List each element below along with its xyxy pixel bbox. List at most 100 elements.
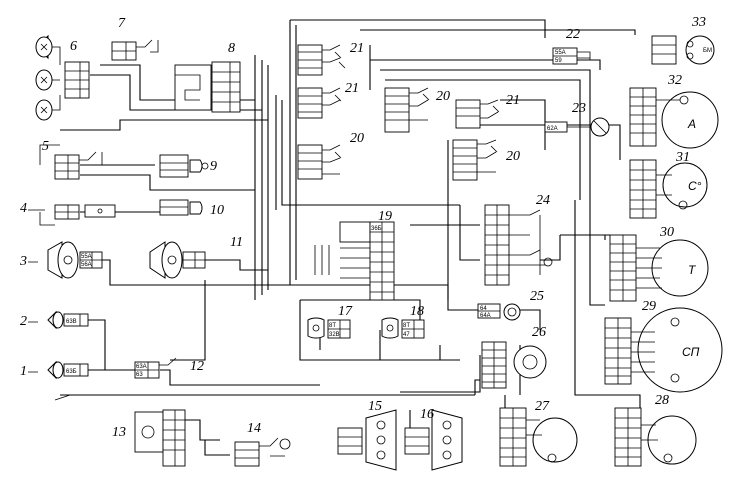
device-13 xyxy=(134,409,186,467)
callout-31: 31 xyxy=(675,150,690,165)
relay-20b xyxy=(384,87,430,133)
callout-21a: 21 xyxy=(350,41,364,56)
lamp-10 xyxy=(159,199,203,216)
callout-18: 18 xyxy=(410,304,424,319)
terminal-labels: 63В 63Б 55А 56А 63А 63 62А 8Т 32В 8Т 47 … xyxy=(66,50,566,378)
callout-20c: 20 xyxy=(506,149,520,164)
callout-25: 25 xyxy=(530,289,544,304)
callout-28: 28 xyxy=(655,393,669,408)
callout-22: 22 xyxy=(566,27,580,42)
callout-23: 23 xyxy=(572,101,586,116)
lamp-1 xyxy=(47,360,89,380)
device-14 xyxy=(234,437,291,467)
relay-21c xyxy=(455,99,500,129)
relay-21b xyxy=(297,87,342,119)
terminal-17a: 8Т xyxy=(329,323,336,329)
gauge-sp-label: СП xyxy=(682,345,700,359)
callout-29: 29 xyxy=(642,299,656,314)
callout-5: 5 xyxy=(42,139,49,154)
callout-21c: 21 xyxy=(506,93,520,108)
lamp-9 xyxy=(159,154,209,178)
gauge-31 xyxy=(629,159,708,219)
terminal-1: 63Б xyxy=(66,369,77,375)
terminal-22b: 59 xyxy=(555,58,562,64)
gauge-30 xyxy=(609,234,709,302)
terminal-19: 36Б xyxy=(371,226,382,232)
callout-20b: 20 xyxy=(436,89,450,104)
lamp-group-6 xyxy=(35,34,90,121)
terminal-12a: 63А xyxy=(136,364,147,370)
callout-6: 6 xyxy=(70,39,77,54)
callout-17: 17 xyxy=(338,304,353,319)
terminal-22a: 55А xyxy=(555,50,566,56)
callout-19: 19 xyxy=(378,209,392,224)
callout-27: 27 xyxy=(535,399,550,414)
switch-26 xyxy=(481,341,547,389)
terminal-18a: 8Т xyxy=(403,323,410,329)
callout-9: 9 xyxy=(210,159,217,174)
callout-16: 16 xyxy=(420,407,434,422)
callout-10: 10 xyxy=(210,203,224,218)
terminal-17b: 32В xyxy=(329,332,340,338)
callout-30: 30 xyxy=(659,225,674,240)
switch-7 xyxy=(111,39,159,61)
callout-24: 24 xyxy=(536,193,550,208)
terminal-3a: 55А xyxy=(81,254,92,260)
relay-20a xyxy=(297,144,342,180)
gauge-33 xyxy=(651,35,715,65)
terminal-25a: 64 xyxy=(480,306,487,312)
lamp-15 xyxy=(337,409,397,471)
callout-12: 12 xyxy=(190,359,204,374)
callout-2: 2 xyxy=(20,314,27,329)
gauge-t-label: T xyxy=(688,263,697,277)
leader-lines xyxy=(28,209,71,401)
lamp-11 xyxy=(149,241,206,279)
callout-11: 11 xyxy=(230,235,243,250)
callout-14: 14 xyxy=(247,421,261,436)
callout-20a: 20 xyxy=(350,131,364,146)
terminal-2: 63В xyxy=(66,319,77,325)
switch-12 xyxy=(134,357,177,379)
callout-8: 8 xyxy=(228,41,235,56)
callout-21b: 21 xyxy=(345,81,359,96)
lamp-18 xyxy=(381,317,425,339)
lamp-16 xyxy=(404,409,463,471)
switch-19 xyxy=(314,221,395,301)
callout-26: 26 xyxy=(532,325,546,340)
callout-numbers: 1 2 3 4 5 6 7 8 9 10 11 12 13 14 15 16 1… xyxy=(19,15,706,440)
callout-3: 3 xyxy=(19,254,27,269)
lamp-17 xyxy=(307,317,351,339)
gauge-32 xyxy=(629,87,719,149)
callout-13: 13 xyxy=(112,425,126,440)
lamp-2 xyxy=(47,310,89,330)
gauge-29 xyxy=(604,307,723,393)
callout-4: 4 xyxy=(20,201,27,216)
switch-24 xyxy=(484,204,553,286)
gauge-a-label: A xyxy=(687,117,696,131)
gauge-27 xyxy=(499,407,578,467)
terminal-18b: 47 xyxy=(403,332,410,338)
wire-harness xyxy=(60,19,641,456)
terminal-25b: 64А xyxy=(480,313,491,319)
sensor-22 xyxy=(552,47,600,65)
gauge-c-label: C° xyxy=(688,179,702,193)
callout-7: 7 xyxy=(118,16,126,31)
switch-5 xyxy=(39,144,103,180)
relay-21a xyxy=(297,44,346,76)
switch-4 xyxy=(39,204,116,226)
sensor-23 xyxy=(544,117,610,137)
callout-33: 33 xyxy=(691,15,706,30)
terminal-3b: 56А xyxy=(81,262,92,268)
callout-32: 32 xyxy=(667,73,682,88)
gauge-labels: A C° T СП БМ xyxy=(682,48,712,359)
gauge-28 xyxy=(614,407,697,467)
sensor-25 xyxy=(477,303,521,321)
lamp-3 xyxy=(47,241,103,279)
callout-1: 1 xyxy=(20,364,27,379)
terminal-23: 62А xyxy=(547,126,558,132)
relay-8 xyxy=(174,61,241,113)
callout-15: 15 xyxy=(368,399,382,414)
gauge-bm-label: БМ xyxy=(703,48,712,54)
relay-20c xyxy=(452,139,498,181)
